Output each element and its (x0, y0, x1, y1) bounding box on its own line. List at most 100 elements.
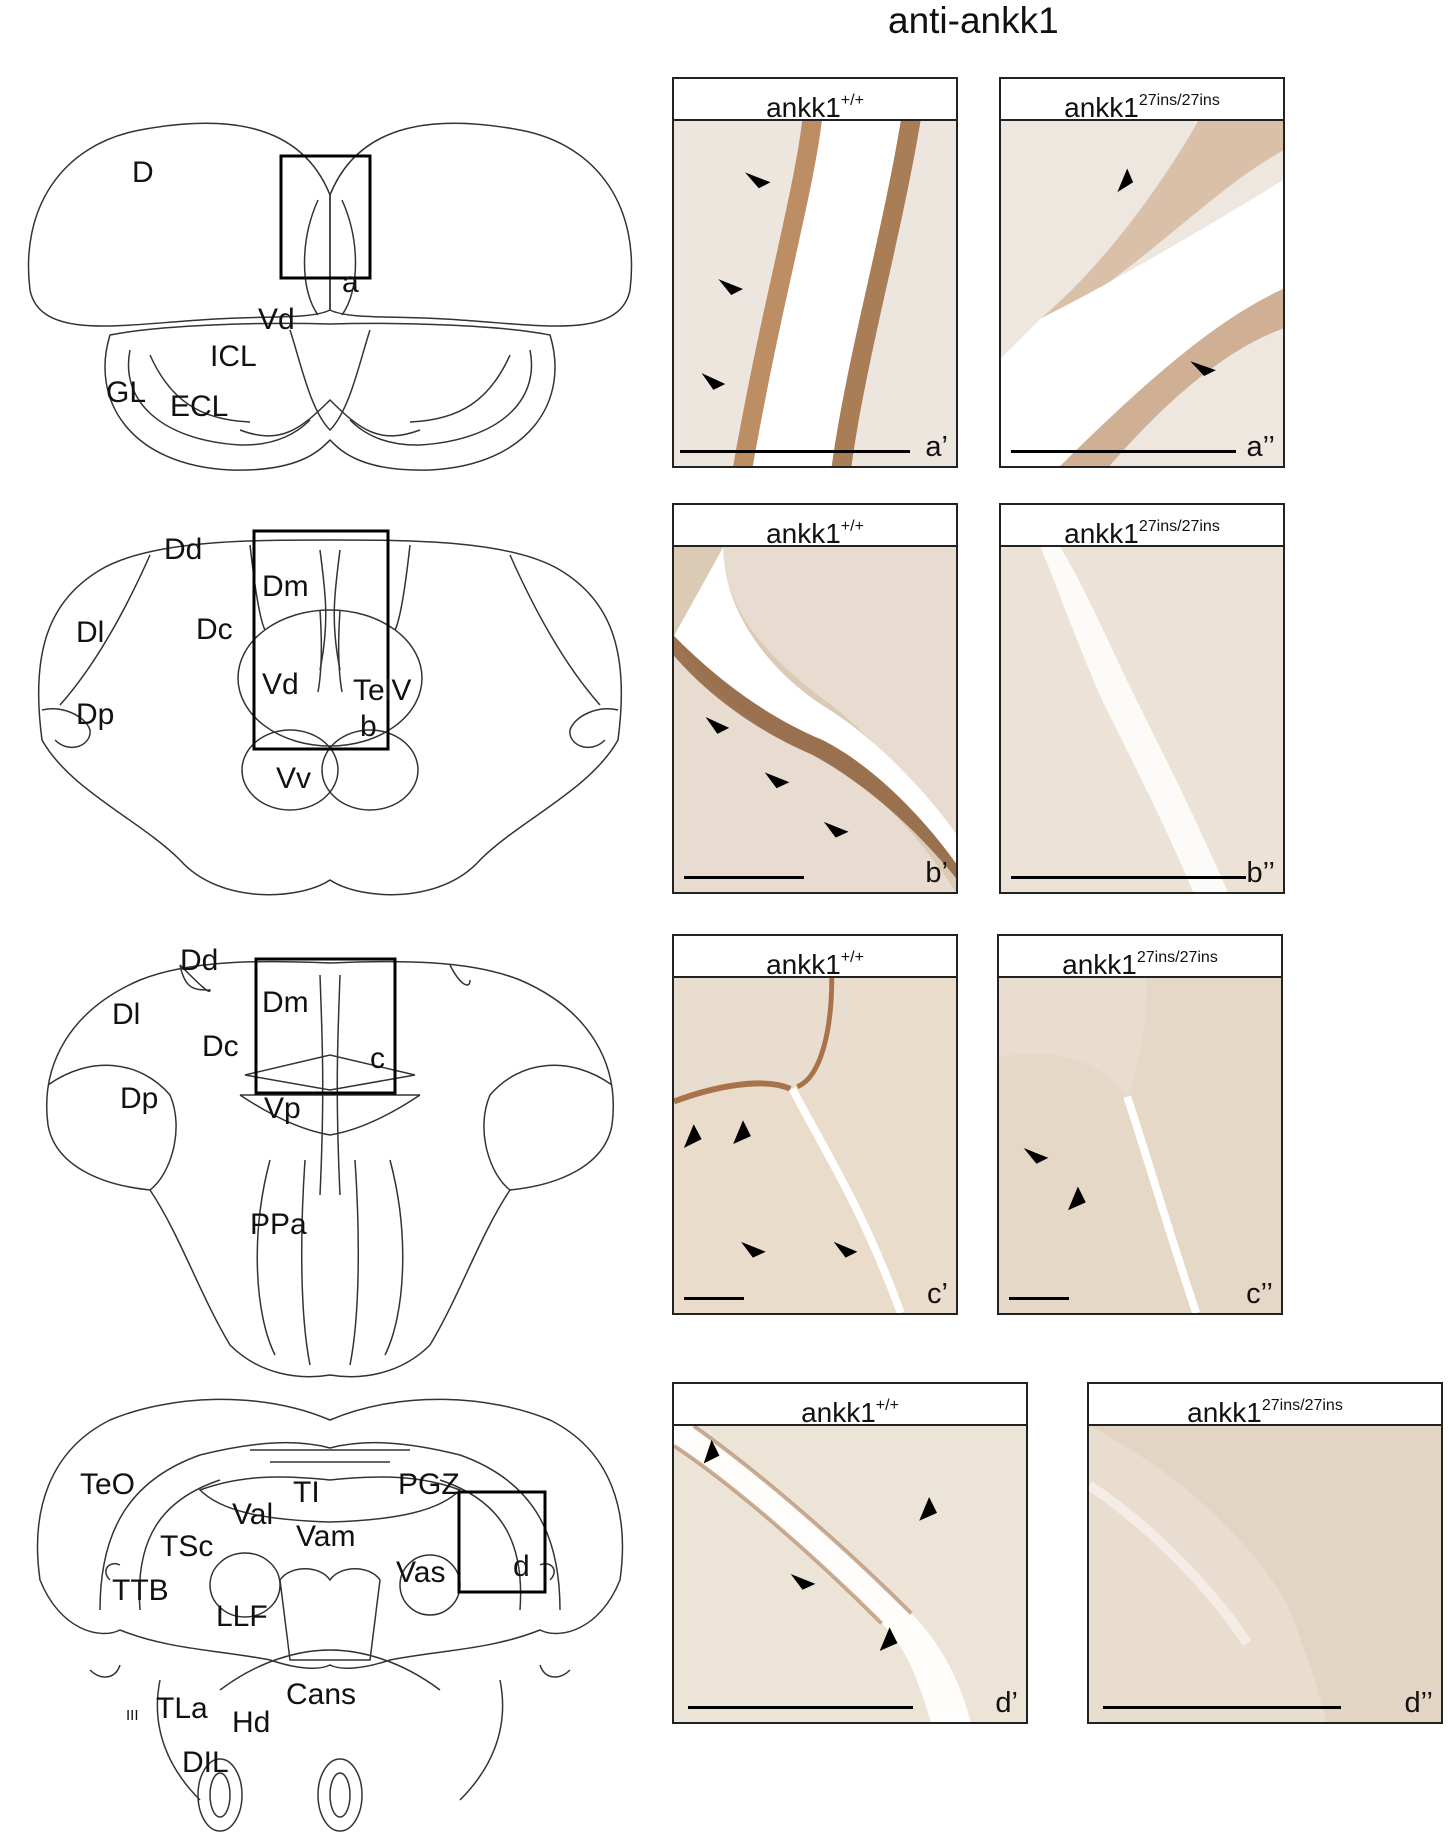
genotype-superscript: +/+ (840, 92, 864, 109)
inset-box-d (457, 1490, 547, 1594)
region-label: Dl (112, 998, 141, 1031)
inset-letter: d (513, 1550, 530, 1583)
micrograph-image (1001, 547, 1283, 892)
region-label: ECL (170, 390, 229, 423)
region-label: PGZ (398, 1468, 460, 1501)
region-label: TTB (112, 1574, 169, 1607)
region-label: LLF (216, 1600, 268, 1633)
genotype-header: ankk127ins/27ins (1001, 505, 1283, 549)
scale-bar (684, 876, 804, 879)
arrowhead-icon (744, 172, 771, 189)
panel-label: b’ (925, 857, 948, 889)
genotype-superscript: +/+ (840, 518, 864, 535)
region-label: TLa (156, 1692, 208, 1725)
genotype-superscript: 27ins/27ins (1136, 949, 1218, 966)
schematic-d (36, 1398, 624, 1832)
inset-letter: b (360, 710, 377, 743)
micrograph-panel-b-wt: ankk1+/+ b’ (672, 503, 958, 894)
micrograph-image (999, 978, 1281, 1313)
inset-box-c (254, 957, 397, 1095)
region-label: III (126, 1707, 139, 1724)
region-label: GL (106, 376, 147, 409)
region-label: Vam (296, 1520, 356, 1553)
genotype-name: ankk1 (1062, 949, 1137, 980)
region-label: Dd (164, 533, 203, 566)
genotype-superscript: +/+ (840, 949, 864, 966)
scale-bar (680, 450, 910, 453)
scale-bar (1011, 450, 1236, 453)
genotype-name: ankk1 (766, 518, 841, 549)
arrowhead-icon (701, 373, 726, 390)
arrowhead-icon (1117, 168, 1134, 193)
arrowhead-icon (718, 279, 744, 295)
genotype-name: ankk1 (801, 1397, 876, 1428)
genotype-superscript: +/+ (875, 1397, 899, 1414)
micrograph-image (1001, 121, 1283, 466)
arrowhead-icon (764, 772, 790, 789)
region-label: Cans (286, 1678, 357, 1711)
region-label: Hd (232, 1706, 271, 1739)
panel-label: d’’ (1404, 1687, 1434, 1719)
genotype-name: ankk1 (766, 92, 841, 123)
region-label: TelV (353, 674, 412, 707)
genotype-superscript: 27ins/27ins (1138, 518, 1220, 535)
micrograph-image (674, 978, 956, 1313)
panel-label: b’’ (1246, 857, 1276, 889)
scale-bar (1009, 1297, 1069, 1300)
region-label: Dm (262, 570, 309, 603)
genotype-header: ankk127ins/27ins (1001, 79, 1283, 123)
genotype-header: ankk127ins/27ins (999, 936, 1281, 980)
arrowhead-icon (823, 821, 849, 838)
genotype-header: ankk1+/+ (674, 79, 956, 123)
inset-box-b (252, 529, 390, 751)
scale-bar (1103, 1706, 1341, 1709)
panel-label: c’’ (1246, 1278, 1273, 1310)
micrograph-panel-b-mut: ankk127ins/27ins b’’ (999, 503, 1285, 894)
arrowhead-icon (1190, 361, 1216, 377)
region-label: D (132, 156, 154, 189)
genotype-header: ankk1+/+ (674, 1384, 1026, 1428)
region-label: Vd (258, 303, 295, 336)
genotype-name: ankk1 (766, 949, 841, 980)
inset-box-a (279, 154, 372, 280)
genotype-name: ankk1 (1187, 1397, 1262, 1428)
arrowhead-icon (1068, 1186, 1086, 1211)
region-label: Vd (262, 668, 299, 701)
panel-label: d’ (995, 1687, 1018, 1719)
genotype-name: ankk1 (1064, 92, 1139, 123)
region-label: TSc (160, 1530, 214, 1563)
genotype-header: ankk1+/+ (674, 505, 956, 549)
scale-bar (688, 1706, 913, 1709)
micrograph-panel-c-mut: ankk127ins/27ins c’’ (997, 934, 1283, 1315)
schematic-b (37, 529, 623, 896)
inset-letter: a (342, 266, 359, 299)
region-label: Dm (262, 986, 309, 1019)
scale-bar (684, 1297, 744, 1300)
region-label: ICL (210, 340, 257, 373)
region-label: PPa (250, 1208, 307, 1241)
arrowhead-icon (683, 1124, 702, 1148)
micrograph-panel-c-wt: ankk1+/+ c’ (672, 934, 958, 1315)
arrowhead-icon (741, 1241, 766, 1258)
region-label: Dl (76, 616, 105, 649)
genotype-superscript: 27ins/27ins (1261, 1397, 1343, 1414)
arrowhead-icon (705, 717, 730, 734)
genotype-header: ankk127ins/27ins (1089, 1384, 1441, 1428)
region-label: TeO (80, 1468, 136, 1501)
arrowhead-icon (833, 1241, 858, 1258)
region-label: Dc (202, 1030, 239, 1063)
micrograph-panel-d-mut: ankk127ins/27ins d’’ (1087, 1382, 1443, 1724)
region-label: Dp (120, 1082, 159, 1115)
region-label: Val (232, 1498, 274, 1531)
region-label: DIL (182, 1746, 229, 1779)
genotype-header: ankk1+/+ (674, 936, 956, 980)
arrowhead-icon (1023, 1147, 1049, 1164)
micrograph-image (674, 121, 956, 466)
genotype-superscript: 27ins/27ins (1138, 92, 1220, 109)
micrograph-image (1089, 1426, 1441, 1722)
scale-bar (1011, 876, 1246, 879)
region-label: Vas (396, 1556, 446, 1589)
micrograph-image (674, 547, 956, 892)
schematic-c (46, 957, 614, 1378)
micrograph-image (674, 1426, 1026, 1722)
